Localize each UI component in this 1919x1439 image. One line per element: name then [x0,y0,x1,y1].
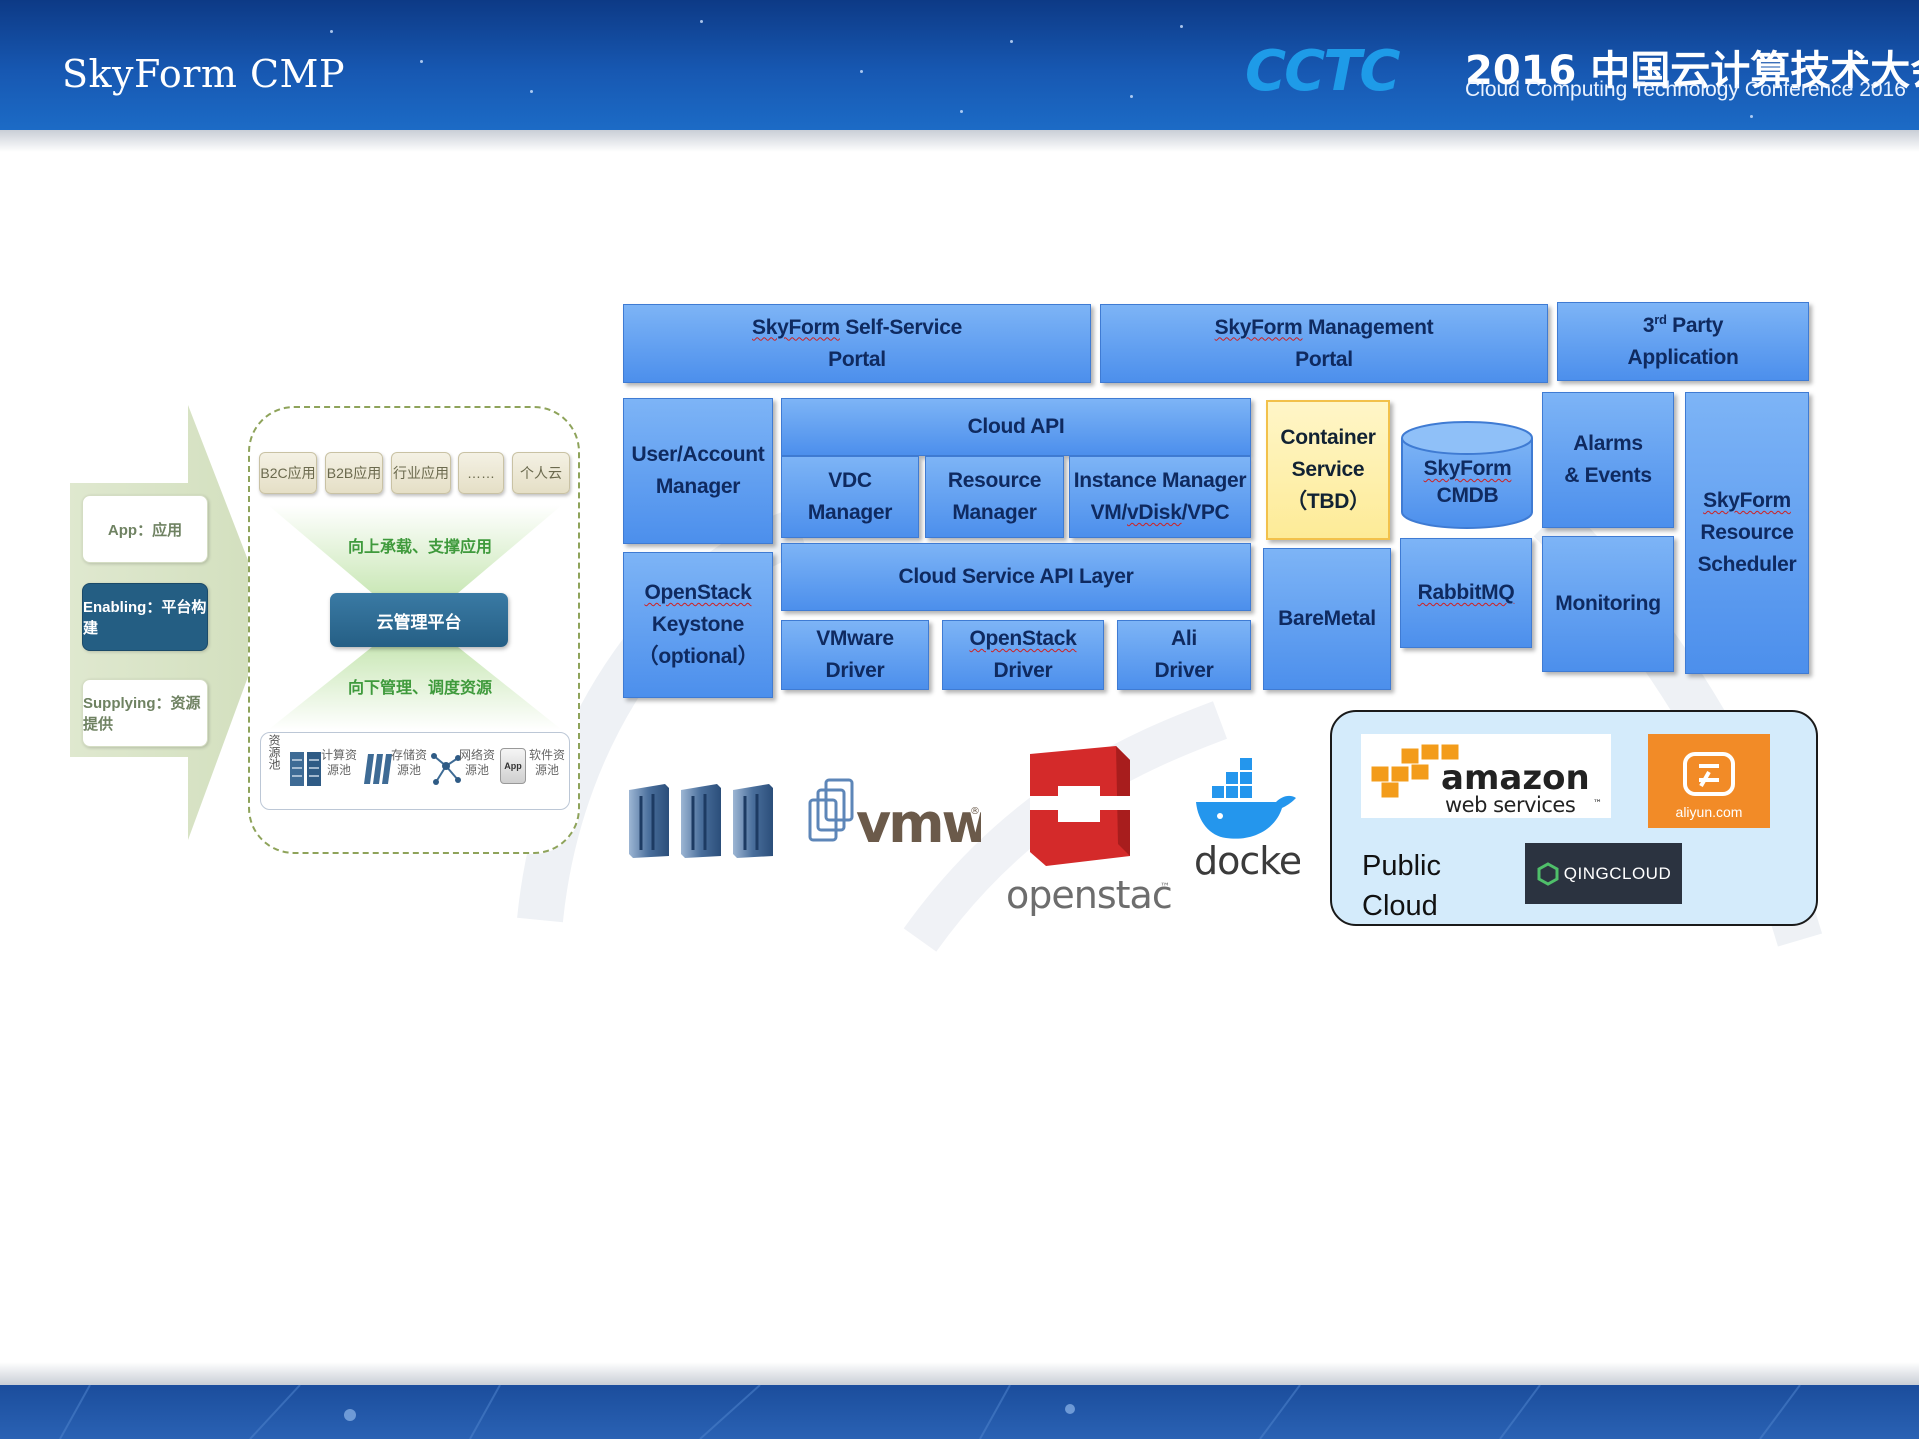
qingcloud-logo-text: QINGCLOUD [1563,863,1672,883]
vmware-logo-text: vmware [856,792,981,855]
cloud-service-api-layer-block: Cloud Service API Layer [781,543,1251,611]
docker-logo-text: docker [1194,839,1300,880]
lower-flow-label: 向下管理、调度资源 [347,680,492,697]
layer-enabling: Enabling：平台构建 [82,583,208,651]
baremetal-servers-icon [629,784,773,858]
upper-flow-label: 向上承载、支撑应用 [347,539,492,556]
qingcloud-icon [1537,861,1559,886]
slide-title: SkyForm CMP [62,52,346,96]
brand-skyform: SkyForm [752,315,840,339]
software-pool-label: 软件资源池 [528,748,565,777]
app-icon: App [500,748,526,784]
aws-logo-text: amazon [1441,758,1590,798]
app-type-chip: B2C应用 [259,452,317,494]
monitoring-block: Monitoring [1542,536,1674,672]
server-rack-icon [290,752,321,786]
network-pool-label: 网络资源池 [458,748,495,777]
vmware-logo: vmware ® [808,778,981,855]
layer-supplying: Supplying：资源提供 [82,679,208,747]
app-type-chip: 行业应用 [391,452,451,494]
storage-disks-icon [364,754,392,784]
compute-pool-label: 计算资源池 [320,748,357,777]
conference-title: 2016 中国云计算技术大会 [1465,48,1919,94]
aws-logo: amazon web services ™ [1361,734,1611,818]
vmware-trademark: ® [970,806,980,817]
aws-logo-subtext: web services [1445,793,1575,817]
docker-logo: docker [1194,758,1300,880]
rabbitmq-block: RabbitMQ [1400,538,1532,648]
cloud-api-block: Cloud API [781,398,1251,456]
layer-app: App：应用 [82,495,208,563]
app-type-chip: …… [458,452,504,494]
app-type-chip: 个人云 [512,452,570,494]
aliyun-logo: aliyun.com [1648,734,1770,828]
openstack-logo-text: openstack [1006,873,1172,916]
header-band: CCTC 2016 中国云计算技术大会 Cloud Computing Tech… [0,0,1919,130]
header-shadow [0,130,1919,152]
baremetal-block: BareMetal [1263,548,1391,690]
network-nodes-icon [431,753,461,785]
openstack-logo: openstack ™ [1006,746,1172,916]
resource-pool-title: 资源池 [267,734,281,770]
cctc-logo-text: CCTC [1245,40,1400,100]
footer-shadow [0,1362,1919,1385]
cloud-management-platform: 云管理平台 [330,593,508,647]
qingcloud-logo: QINGCLOUD [1525,843,1682,904]
aliyun-cloud-icon [1683,752,1735,796]
app-type-chip: B2B应用 [325,452,383,494]
aws-trademark: ™ [1593,799,1602,809]
hourglass-graphic [268,505,562,730]
storage-pool-label: 存储资源池 [390,748,427,777]
cmdb-database-block [1401,421,1533,529]
cctc-logo: CCTC [1245,40,1402,100]
conference-subtitle: Cloud Computing Technology Conference 20… [1465,78,1906,101]
footer-band [0,1385,1919,1439]
aliyun-logo-text: aliyun.com [1675,804,1743,820]
alarms-events-block: Alarms& Events [1542,392,1674,528]
brand-skyform: SkyForm [1214,315,1303,339]
openstack-trademark: ™ [1160,882,1170,893]
